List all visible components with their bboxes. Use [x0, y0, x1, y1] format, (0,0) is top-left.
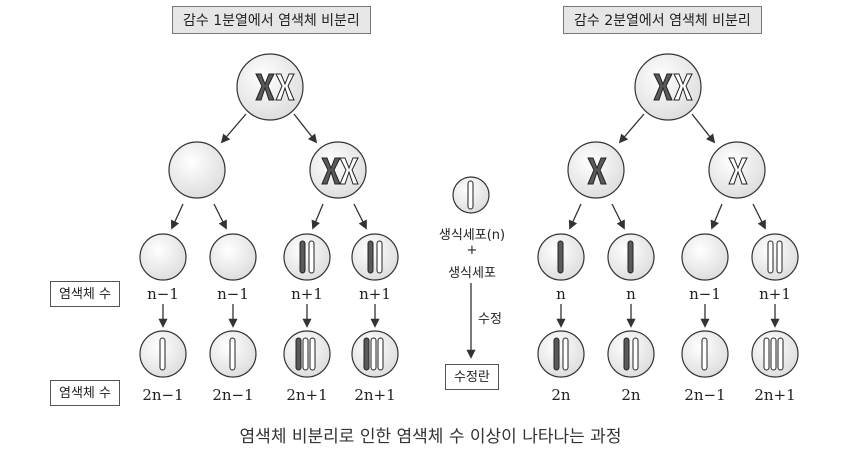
chromosome-right-m1-b	[728, 157, 748, 185]
chromosome-right-gamete-2	[627, 240, 634, 274]
right-title: 감수 2분열에서 염색체 비분리	[563, 6, 762, 34]
count-right-zygote-1: 2n	[551, 386, 571, 404]
count-right-gamete-4: n+1	[759, 285, 791, 303]
cell-right-zygote-1	[537, 330, 585, 378]
count-left-zygote-1: 2n−1	[142, 386, 184, 404]
count-left-gamete-3: n+1	[291, 285, 323, 303]
count-left-zygote-3: 2n+1	[286, 386, 328, 404]
chromosomes-right-zygote-1	[553, 337, 569, 371]
gamete-label-2: 생식세포	[448, 266, 496, 281]
chromosomes-right-zygote-4	[763, 337, 784, 371]
plus-sign: +	[466, 243, 478, 258]
count-left-gamete-2: n−1	[217, 285, 249, 303]
chromosome-left-zygote-2	[229, 337, 236, 371]
cell-right-zygote-2	[607, 330, 655, 378]
chromosome-right-m1-a	[587, 157, 607, 185]
count-left-gamete-1: n−1	[147, 285, 179, 303]
count-right-gamete-2: n	[626, 285, 636, 303]
count-right-zygote-4: 2n+1	[754, 386, 796, 404]
cell-left-m1-a	[168, 141, 226, 199]
left-title: 감수 1분열에서 염색체 비분리	[172, 6, 371, 34]
cell-right-gamete-3	[681, 233, 729, 281]
cell-left-gamete-1	[139, 233, 187, 281]
chromosomes-left-gamete-3	[299, 240, 315, 274]
chromosome-pair-right-parent	[653, 73, 693, 101]
cell-right-gamete-4	[751, 233, 799, 281]
count-right-gamete-1: n	[556, 285, 566, 303]
cell-right-parent	[634, 53, 702, 121]
chromosome-right-zygote-3	[701, 337, 708, 371]
chromosomes-left-gamete-4	[367, 240, 383, 274]
chromosome-middle-gamete	[467, 180, 474, 210]
zygote-label: 수정란	[445, 364, 499, 390]
chromosomes-left-zygote-4	[363, 337, 384, 371]
count-left-zygote-4: 2n+1	[354, 386, 396, 404]
count-right-zygote-3: 2n−1	[684, 386, 726, 404]
chromosome-left-zygote-1	[159, 337, 166, 371]
gamete-label: 생식세포(n)	[438, 228, 506, 243]
fertilization-label: 수정	[478, 312, 502, 327]
chromosome-pair-left-m1	[321, 157, 359, 185]
count-left-gamete-4: n+1	[359, 285, 391, 303]
cell-left-gamete-4	[351, 233, 399, 281]
cell-left-gamete-3	[283, 233, 331, 281]
row-label-gamete: 염색체 수	[50, 281, 120, 307]
chromosomes-right-zygote-2	[623, 337, 639, 371]
chromosomes-right-gamete-4	[767, 240, 783, 274]
count-right-gamete-3: n−1	[689, 285, 721, 303]
cell-left-parent	[236, 53, 304, 121]
row-label-zygote: 염색체 수	[50, 380, 120, 406]
chromosomes-left-zygote-3	[295, 337, 316, 371]
cell-left-gamete-2	[209, 233, 257, 281]
cell-left-m1-b	[309, 141, 367, 199]
chromosome-pair-left-parent	[255, 73, 295, 101]
count-right-zygote-2: 2n	[621, 386, 641, 404]
chromosome-right-gamete-1	[557, 240, 564, 274]
caption: 염색체 비분리로 인한 염색체 수 이상이 나타나는 과정	[239, 427, 622, 447]
count-left-zygote-2: 2n−1	[212, 386, 254, 404]
